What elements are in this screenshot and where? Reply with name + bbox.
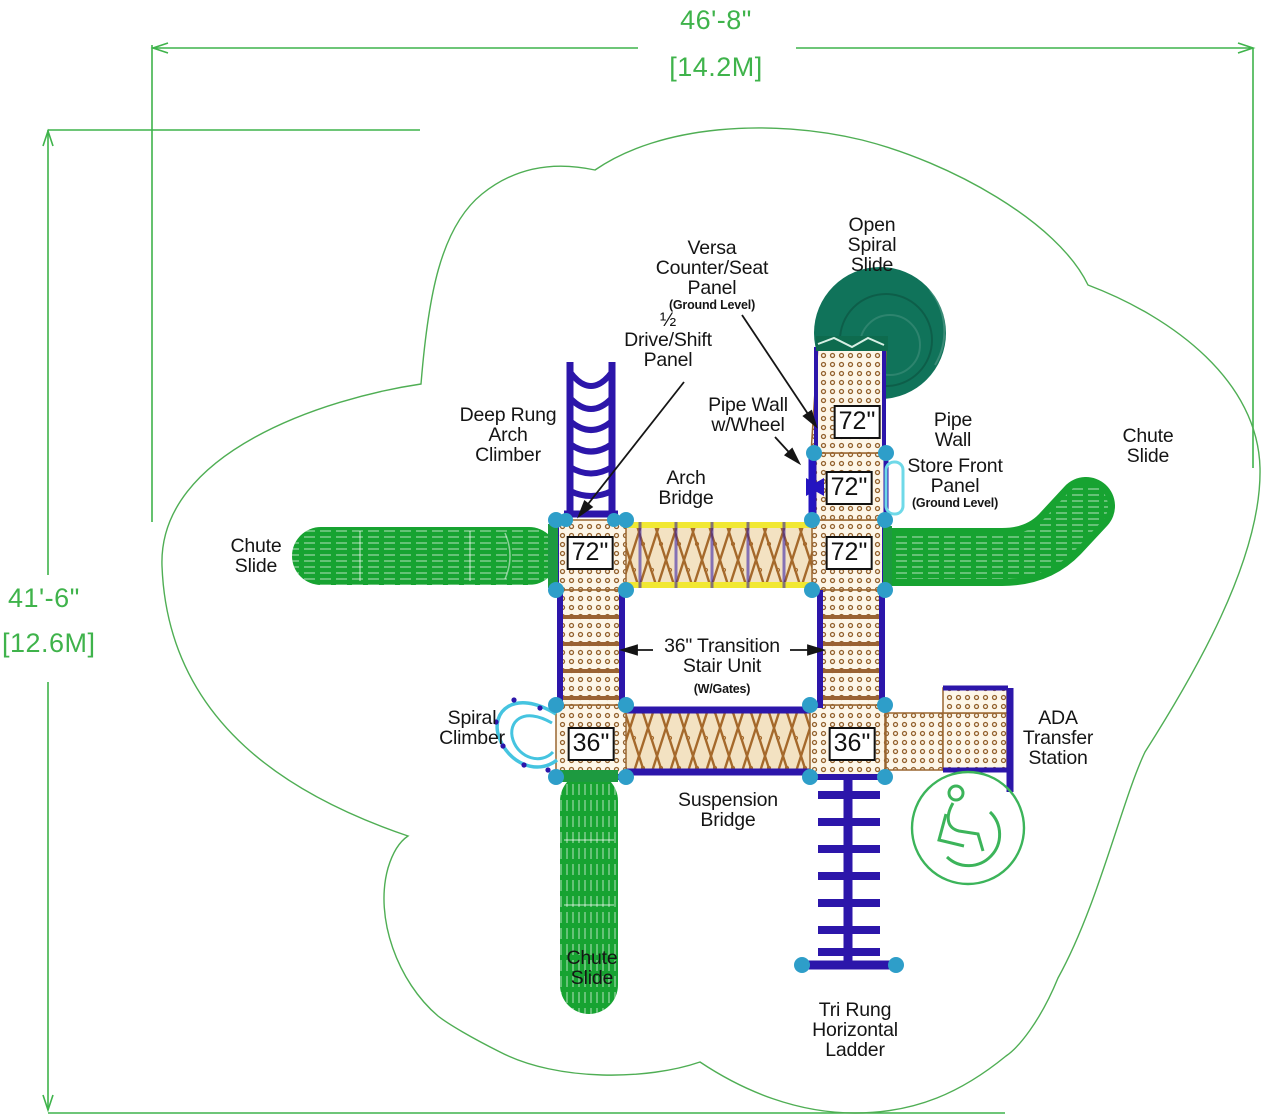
left-dim-arrow-top — [42, 128, 54, 147]
label-versa-panel: Versa Counter/Seat Panel (Ground Level) — [655, 237, 769, 312]
chute-slide-right — [859, 477, 1115, 586]
left-dim-arrow-bottom — [42, 1094, 54, 1113]
chute-slide-left — [292, 527, 558, 585]
deck-tag-36-left: 36" — [567, 727, 615, 761]
deck-tag-72-upper: 72" — [825, 471, 873, 505]
label-deep-rung-arch-climber: Deep Rung Arch Climber — [459, 404, 557, 466]
label-transition-stair-unit: 36" Transition Stair Unit (W/Gates) — [664, 635, 780, 696]
transition-stair-left — [561, 589, 621, 706]
pipe-wall-with-wheel — [806, 455, 824, 520]
dimension-width-meters: [14.2M] — [669, 52, 763, 82]
top-dim-arrow-left — [150, 42, 169, 54]
spiral-climber — [493, 697, 559, 773]
label-open-spiral-slide: Open Spiral Slide — [847, 214, 897, 276]
chute-slide-bottom — [560, 772, 618, 1014]
ada-step-2 — [942, 712, 1008, 771]
structure-rails — [553, 347, 1014, 792]
suspension-bridge — [599, 706, 837, 776]
dimension-width-feet: 46'-8" — [680, 5, 752, 35]
deck-tag-72-mid: 72" — [825, 536, 873, 570]
use-zone-boundary — [161, 127, 1261, 1114]
ada-step-1 — [885, 712, 944, 771]
label-chute-slide-right: Chute Slide — [1122, 425, 1174, 467]
store-front-panel — [884, 460, 905, 516]
dimension-height-feet: 41'-6" — [8, 583, 80, 613]
ada-wheelchair-icon — [910, 770, 1026, 886]
label-spiral-climber: Spiral Climber — [439, 707, 505, 749]
leader-lines — [577, 314, 827, 656]
deck-tag-72-left: 72" — [566, 536, 614, 570]
label-chute-slide-left: Chute Slide — [230, 535, 282, 577]
label-ada-transfer-station: ADA Transfer Station — [1022, 707, 1094, 769]
label-arch-bridge: Arch Bridge — [658, 467, 714, 509]
versa-panel-leader — [741, 314, 815, 424]
label-drive-shift-panel: ½ Drive/Shift Panel — [624, 309, 712, 371]
label-pipe-wall: Pipe Wall — [933, 409, 973, 451]
tri-rung-horizontal-ladder — [794, 777, 904, 973]
deck-tag-36-right: 36" — [828, 727, 876, 761]
ada-step-top — [942, 687, 1008, 714]
arch-bridge — [624, 522, 812, 588]
label-suspension-bridge: Suspension Bridge — [678, 789, 778, 831]
deck-posts — [548, 445, 894, 785]
slide-transitions — [548, 336, 892, 782]
drive-shift-leader — [580, 381, 685, 514]
deck-tag-72-top: 72" — [833, 405, 881, 439]
label-store-front-panel: Store Front Panel (Ground Level) — [907, 455, 1003, 510]
dimension-height-meters: [12.6M] — [2, 628, 96, 658]
deep-rung-arch-climber — [564, 362, 618, 518]
label-tri-rung-ladder: Tri Rung Horizontal Ladder — [812, 999, 898, 1061]
label-pipe-wall-wheel: Pipe Wall w/Wheel — [708, 394, 788, 436]
label-chute-slide-bottom: Chute Slide — [566, 947, 618, 989]
transition-stair-right — [821, 589, 881, 706]
